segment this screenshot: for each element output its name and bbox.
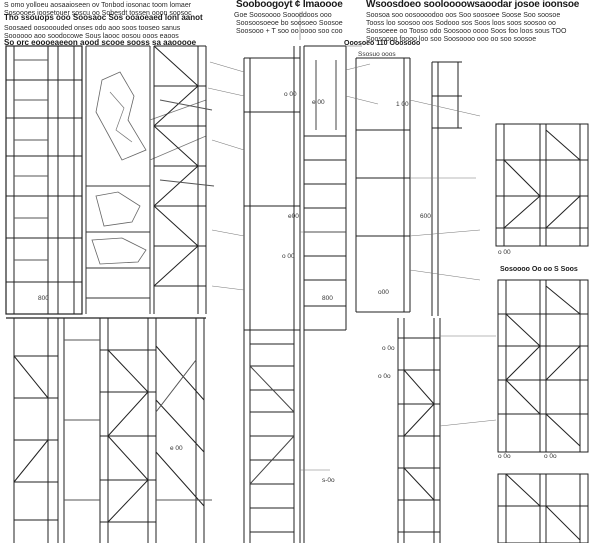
right-detail-panel-top (495, 123, 589, 247)
left-middle-column (85, 45, 207, 314)
center-tall-towers (243, 45, 462, 543)
tag-center-9: o 0o (382, 345, 395, 352)
tag-center-7: o00 (378, 289, 389, 296)
header-center-callout-c: Ssosuo ooos (358, 51, 396, 58)
tag-right-2: o 0o (498, 453, 511, 460)
header-left-line-1: S omo yolloeu aosaaioseen ov Tonbod ioso… (4, 2, 192, 9)
tag-right-1: o 00 (498, 249, 511, 256)
right-detail-panel-bottom (497, 473, 589, 543)
header-center-line-1: Goe Soosoooo Soooddoos ooo (234, 12, 332, 19)
tag-center-11: s-0o (322, 477, 335, 484)
left-lower-towers (6, 317, 212, 543)
right-panel-title: Sosoooo Oo oo S Soos (500, 266, 578, 273)
tag-left-lower: e 00 (170, 445, 183, 452)
header-left-line-3: Tho ssouops ooo Soosaoc Sos ooaoeaed lon… (4, 13, 203, 22)
tag-center-6: o 00 (282, 253, 295, 260)
header-left-line-2: Sosoooes ioosetouer soscu oo Sobesdt tos… (4, 10, 192, 17)
header-center-title: Sooboogoyt ¢ Imaoooe (236, 0, 343, 10)
header-center-line-2: Soosoosoeoe bo soosoeo Soosoe (236, 20, 343, 27)
tag-center-10: o 0o (378, 373, 391, 380)
header-left-line-5: Soooooo aoo soodocowe Sous laooc oosou o… (4, 33, 179, 40)
tag-center-1: o 00 (284, 91, 297, 98)
tag-right-3: o 0o (544, 453, 557, 460)
header-center-line-3: Soosooo + T soo oo oooo soo coo (236, 28, 343, 35)
leader-lines (207, 12, 497, 471)
header-right-line-3: Soosoeee oo Tooso odo Soosooo oooo Soos … (366, 28, 567, 35)
header-left-line-4: Soosaed oosooouded onses odo aoo soos to… (4, 25, 181, 32)
tag-center-2: e 00 (312, 99, 325, 106)
header-right-line-2: Tooss loo soosoo oos Sodooo sos Soos loo… (366, 20, 556, 27)
tag-center-4: e00 (288, 213, 299, 220)
left-braced-tower (153, 45, 215, 314)
tag-center-8: 800 (322, 295, 333, 302)
header-center-callout-a: Ooosoeo 110 Ooosooo (344, 40, 421, 47)
header-right-line-4: Soosoooo foooo loo soo Soosoooo ooo oo s… (366, 36, 537, 43)
header-right-title: Wsoosdoeo sooloooowsaoodar josoe ioonsoe (366, 0, 580, 10)
header-left-line-6: So orc eoooeaeeon aood scooe sooss sa aa… (4, 38, 197, 47)
tag-center-3: 1 00 (396, 101, 409, 108)
header-right-line-1: Soosoa soo oosoooodoo oos Soo soosoee So… (366, 12, 561, 19)
tag-left-detail: 800 (38, 295, 49, 302)
right-detail-panel-middle (497, 279, 589, 453)
left-frame-tower (5, 45, 83, 315)
tag-center-5: 600 (420, 213, 431, 220)
